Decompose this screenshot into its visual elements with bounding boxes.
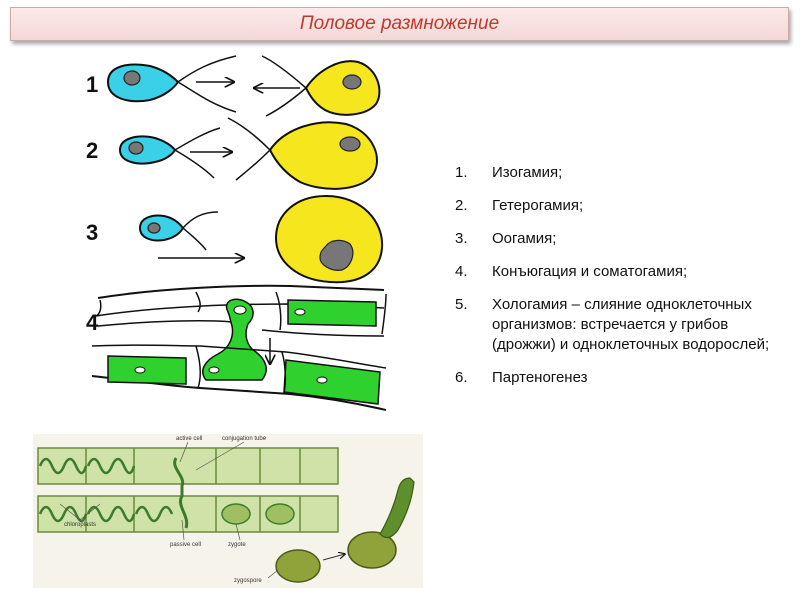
row-number-3: 3 (86, 220, 98, 245)
heterogamy-gametes (120, 118, 377, 189)
label-chloroplasts: chloroplasts (64, 522, 96, 528)
list-item-number: 6. (455, 368, 492, 388)
list-item-number: 3. (455, 229, 492, 249)
row-number-4: 4 (86, 310, 99, 335)
label-zygote: zygote (228, 542, 246, 548)
list-item-text: Конъюгация и соматогамия; (492, 262, 775, 282)
list-item-text: Оогамия; (492, 229, 775, 249)
reproduction-types-list: 1.Изогамия; 2.Гетерогамия; 3.Оогамия; 4.… (455, 163, 775, 401)
label-active-cell: active cell (176, 436, 202, 442)
list-item: 2.Гетерогамия; (455, 196, 775, 216)
list-item: 4.Конъюгация и соматогамия; (455, 262, 775, 282)
label-passive-cell: passive cell (170, 542, 201, 548)
oogamy-gametes (140, 196, 382, 282)
list-item: 3.Оогамия; (455, 229, 775, 249)
list-item: 5.Хологамия – слияние одноклеточных орга… (455, 295, 775, 355)
list-item: 6.Партеногенез (455, 368, 775, 388)
list-item: 1.Изогамия; (455, 163, 775, 183)
list-item-text: Хологамия – слияние одноклеточных органи… (492, 295, 775, 355)
list-item-number: 5. (455, 295, 492, 355)
list-item-number: 4. (455, 262, 492, 282)
row-number-2: 2 (86, 138, 98, 163)
list-item-text: Изогамия; (492, 163, 775, 183)
spirogyra-illustration: active cell conjugation tube chloroplast… (33, 434, 423, 588)
label-conjugation-tube: conjugation tube (222, 436, 267, 442)
list-item-text: Гетерогамия; (492, 196, 775, 216)
row-number-1: 1 (86, 72, 98, 97)
isogamy-gametes (108, 56, 379, 116)
list-item-number: 2. (455, 196, 492, 216)
list-item-text: Партеногенез (492, 368, 775, 388)
label-zygospore: zygospore (234, 578, 262, 584)
list-item-number: 1. (455, 163, 492, 183)
conjugation-filaments (92, 286, 386, 410)
